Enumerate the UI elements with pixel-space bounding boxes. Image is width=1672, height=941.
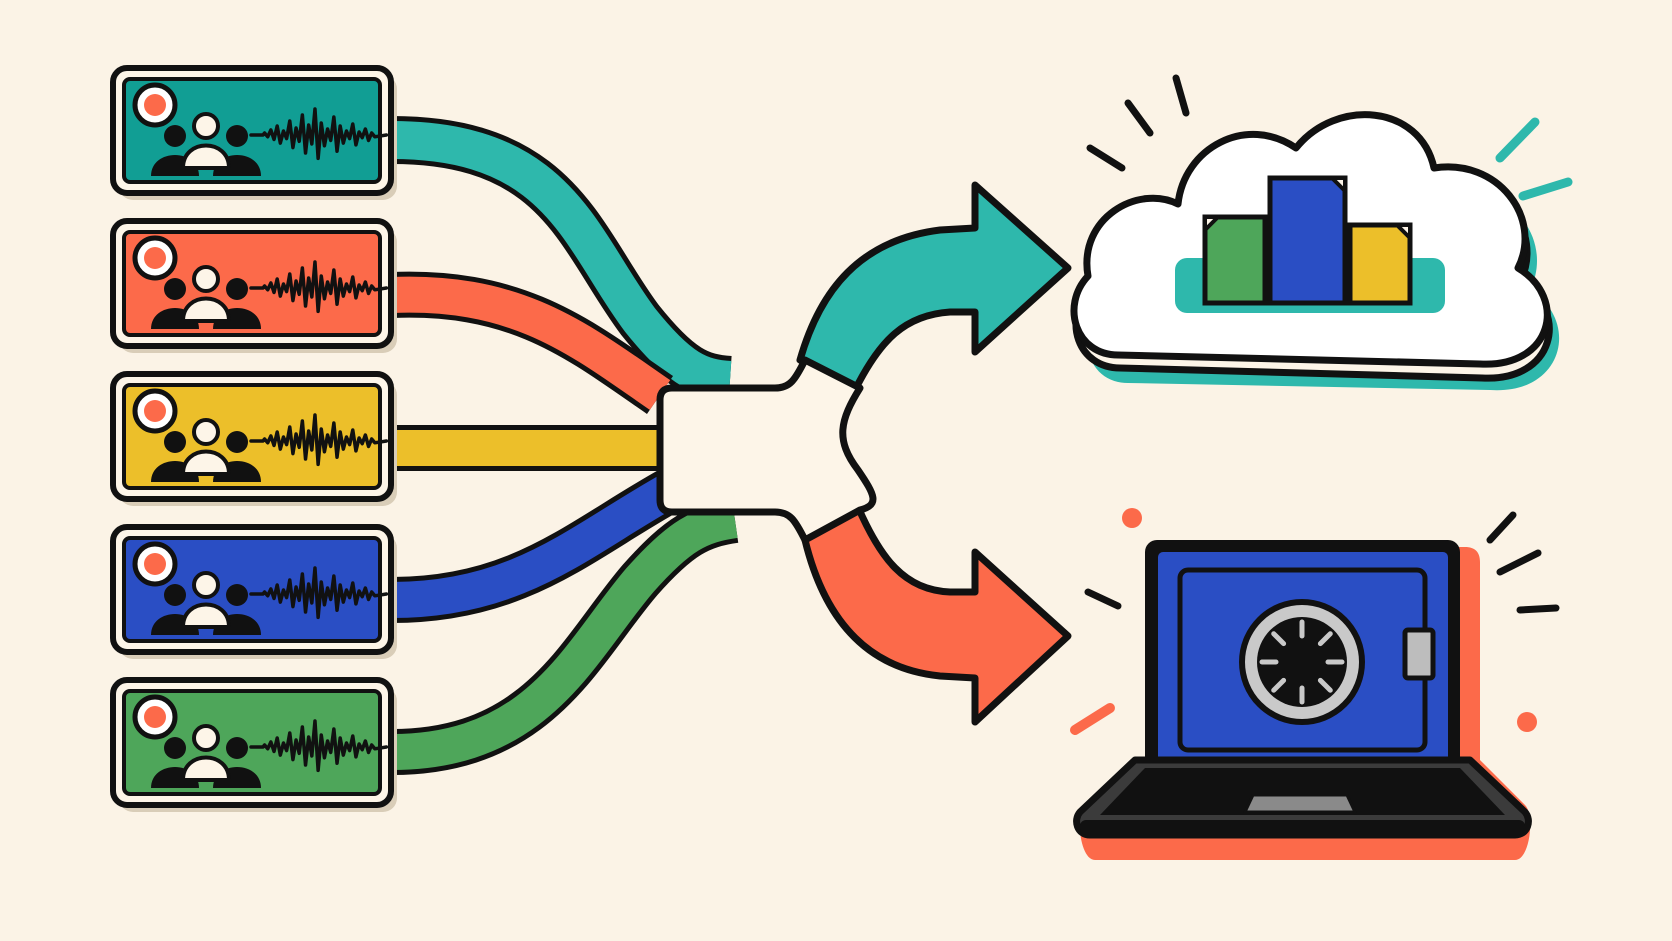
laptop-trackpad	[1242, 793, 1358, 814]
cloud-burst-lines	[1086, 74, 1190, 172]
people-group-icon	[151, 571, 261, 635]
laptop-icon	[1070, 508, 1560, 860]
record-dot-icon	[132, 388, 178, 434]
people-group-icon	[151, 112, 261, 176]
source-card	[110, 677, 397, 812]
source-card	[110, 524, 397, 659]
safe-vault-icon	[1177, 567, 1436, 753]
stream-green	[391, 497, 739, 775]
source-card	[110, 65, 397, 200]
audio-waveform-icon	[249, 107, 389, 161]
document-icon	[1202, 214, 1268, 306]
cloud-sparkle-lines	[1495, 117, 1573, 201]
data-streams	[391, 116, 739, 775]
source-card	[110, 371, 397, 506]
splitter-hub	[656, 356, 877, 544]
combination-dial-icon	[1239, 599, 1365, 725]
cloud-storage-icon	[1070, 74, 1573, 391]
stream-teal	[391, 116, 733, 404]
document-icon	[1347, 222, 1413, 306]
audio-waveform-icon	[249, 719, 389, 773]
people-group-icon	[151, 724, 261, 788]
arrow-to-cloud	[796, 181, 1072, 394]
audio-waveform-icon	[249, 566, 389, 620]
splitter-connector	[656, 181, 1072, 726]
people-group-icon	[151, 418, 261, 482]
laptop-keyboard	[1100, 768, 1505, 815]
record-dot-icon	[132, 541, 178, 587]
people-group-icon	[151, 265, 261, 329]
laptop-sparkles	[1070, 508, 1537, 735]
laptop-base	[1080, 820, 1525, 835]
safe-latch	[1402, 627, 1436, 681]
source-card	[110, 218, 397, 353]
laptop-burst-lines	[1084, 511, 1560, 614]
cloud-documents	[1202, 175, 1413, 306]
stream-coral	[391, 271, 674, 414]
record-dot-icon	[132, 82, 178, 128]
document-icon	[1267, 175, 1348, 306]
record-dot-icon	[132, 694, 178, 740]
source-recordings	[110, 65, 397, 812]
audio-waveform-icon	[249, 413, 389, 467]
record-dot-icon	[132, 235, 178, 281]
stream-blue	[391, 469, 682, 623]
audio-waveform-icon	[249, 260, 389, 314]
arrow-to-laptop	[801, 496, 1072, 726]
